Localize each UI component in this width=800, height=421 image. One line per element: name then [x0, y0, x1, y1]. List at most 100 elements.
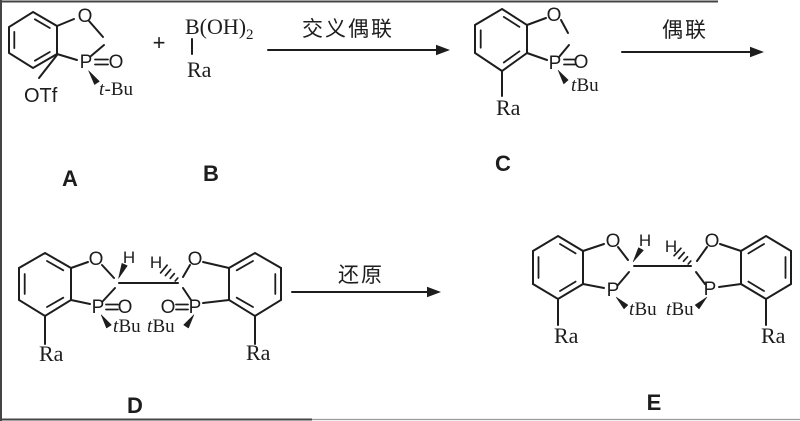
oxide-oxygen-label: O — [161, 297, 176, 318]
tbu-group-label: t — [629, 299, 635, 320]
tbu-group-label: Bu — [577, 75, 600, 96]
compound-e-letter: E — [647, 390, 662, 415]
arrow-label-reduction: 还原 — [338, 263, 384, 287]
ra-group-label: Ra — [761, 323, 786, 348]
hydrogen-atom-label: H — [665, 237, 677, 256]
double-bond-line — [34, 18, 51, 29]
wedge-bond — [615, 296, 629, 310]
oxygen-atom-label: O — [606, 231, 621, 252]
compound-c: O P O t Bu Ra C — [474, 5, 600, 176]
ring-bond — [695, 271, 706, 285]
double-bond-line — [46, 296, 65, 308]
ring-bond — [582, 283, 605, 289]
oxygen-atom-label: O — [547, 5, 562, 26]
compound-c-letter: C — [495, 151, 511, 176]
boronic-acid-subscript: 2 — [246, 27, 254, 43]
oxide-oxygen-label: O — [109, 52, 124, 73]
compound-d: O P O t Bu H Ra O P O t Bu — [18, 248, 282, 418]
ring-bond — [526, 52, 548, 61]
ring-bond — [582, 243, 605, 252]
double-bond-line — [559, 280, 577, 292]
oxide-oxygen-label: O — [118, 297, 133, 318]
wedge-bond — [557, 69, 569, 85]
ring-bond — [101, 264, 115, 279]
phosphorus-atom-label: P — [704, 279, 717, 300]
oxide-oxygen-label: O — [574, 52, 589, 73]
ring-bond — [560, 19, 569, 34]
oxygen-atom-label: O — [705, 231, 720, 252]
phosphorus-atom-label: P — [549, 53, 562, 74]
phosphorus-atom-label: P — [607, 280, 620, 301]
dashed-wedge-bond — [673, 247, 692, 265]
wedge-bond — [694, 296, 708, 310]
double-bond-line — [747, 280, 765, 292]
ra-group-label: Ra — [246, 340, 271, 365]
wedge-bond — [100, 314, 112, 329]
benzene-ring — [228, 251, 282, 318]
ring-bond — [558, 44, 570, 58]
hydrogen-atom-label: H — [150, 253, 162, 272]
arrow-head — [427, 286, 441, 298]
substituent-bond — [38, 54, 58, 79]
tbu-group-label: Bu — [119, 316, 142, 337]
double-bond-line — [502, 50, 521, 64]
phosphorus-atom-label: P — [80, 52, 93, 73]
wedge-bond — [632, 247, 644, 263]
arrow-reduction: 还原 — [291, 263, 441, 298]
phosphorus-atom-label: P — [189, 297, 202, 318]
double-bond-line — [747, 243, 765, 255]
ring-bond — [202, 299, 230, 304]
tbu-group-label: Bu — [635, 299, 658, 320]
tbu-group-label: t — [99, 79, 105, 100]
compound-e: O P t Bu H Ra O P t Bu H Ra E — [532, 231, 792, 415]
benzene-ring — [8, 10, 58, 70]
oxygen-atom-label: O — [89, 249, 104, 270]
wedge-bond — [183, 314, 195, 329]
arrow-label-coupling: 偶联 — [662, 18, 708, 42]
ring-bond — [202, 261, 230, 269]
wedge-bond — [118, 262, 128, 279]
otf-group-label: OTf — [24, 85, 58, 107]
tbu-group-label: t — [147, 316, 153, 337]
compound-b-letter: B — [203, 161, 219, 186]
compound-a: O P O t -Bu OTf A — [8, 6, 134, 191]
tbu-group-label: Bu — [153, 316, 176, 337]
tbu-group-label: t — [571, 75, 577, 96]
ring-bond — [182, 264, 191, 278]
ring-bond — [88, 20, 104, 38]
compound-d-letter: D — [127, 393, 143, 418]
double-bond-line — [46, 260, 65, 272]
wedge-bond — [88, 70, 100, 85]
double-bond-line — [502, 15, 521, 28]
boronic-acid-label: B(OH) — [185, 14, 246, 39]
oxygen-atom-label: O — [78, 6, 93, 27]
ring-bond — [526, 17, 547, 26]
ring-bond — [70, 299, 91, 305]
arrow-head — [436, 44, 450, 56]
ra-group-label: Ra — [496, 95, 521, 120]
ra-group-label: Ra — [554, 323, 579, 348]
compound-b: B(OH) 2 Ra B — [185, 14, 254, 186]
double-bond-line — [235, 296, 254, 308]
compound-a-letter: A — [62, 166, 78, 191]
double-bond-line — [34, 51, 51, 62]
benzene-ring — [474, 7, 528, 73]
ring-bond — [56, 53, 78, 61]
ra-group-label: Ra — [187, 57, 212, 82]
hydrogen-atom-label: H — [123, 248, 135, 267]
ring-bond — [696, 246, 708, 262]
dashed-wedge-bond — [159, 264, 179, 282]
ring-bond — [719, 243, 742, 252]
oxygen-atom-label: O — [188, 249, 203, 270]
ring-bond — [102, 287, 116, 302]
benzene-ring — [740, 234, 792, 301]
ring-bond — [56, 18, 75, 27]
tbu-group-label: t — [666, 299, 672, 320]
tbu-group-label: -Bu — [105, 79, 134, 100]
double-bond-line — [235, 260, 254, 272]
benzene-ring — [18, 251, 72, 318]
ring-bond — [70, 261, 89, 269]
arrow-cross-coupling: 交义偶联 — [267, 17, 450, 56]
